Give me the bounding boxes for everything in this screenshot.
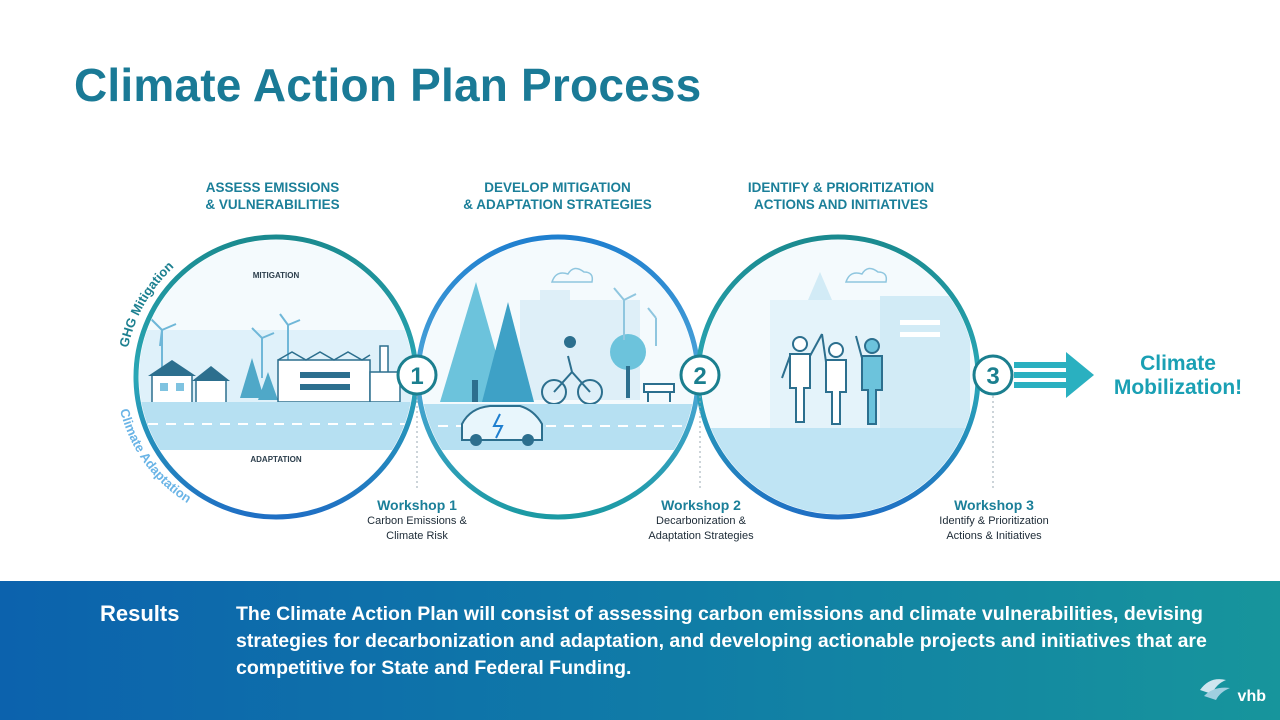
factory-icon (277, 345, 401, 403)
step-2-badge: 2 (679, 354, 721, 396)
process-diagram: MITIGATION ADAPTATION GHG Mitigation Cli… (116, 234, 1094, 520)
wind-turbine-icon (613, 287, 657, 346)
workshop-2: Workshop 2 Decarbonization & Adaptation … (648, 497, 754, 542)
step-3-heading: IDENTIFY & PRIORITIZATION ACTIONS AND IN… (747, 180, 935, 212)
results-banner: Results The Climate Action Plan will con… (0, 581, 1280, 720)
mitigation-label: MITIGATION (253, 271, 300, 280)
results-label: Results (100, 601, 180, 626)
results-text: The Climate Action Plan will consist of … (236, 603, 1207, 679)
pine-trees-icon (440, 282, 534, 402)
cyclist-icon (541, 336, 603, 405)
scene-3 (701, 240, 975, 514)
svg-text:3: 3 (986, 363, 999, 390)
svg-text:1: 1 (410, 363, 423, 390)
electric-car-icon (461, 405, 543, 446)
cloud-icon (550, 267, 594, 283)
workshop-1: Workshop 1 Carbon Emissions & Climate Ri… (367, 497, 467, 542)
step-1-badge: 1 (396, 354, 438, 396)
arrow-right-icon (1014, 352, 1094, 398)
step-3-badge: 3 (972, 354, 1014, 396)
people-icon (781, 333, 883, 425)
workshop-3: Workshop 3 Identify & Prioritization Act… (939, 497, 1049, 542)
page-title: Climate Action Plan Process (74, 59, 702, 111)
adaptation-label: ADAPTATION (250, 455, 301, 464)
step-2-heading: DEVELOP MITIGATION & ADAPTATION STRATEGI… (463, 180, 652, 212)
tree-icon (610, 334, 646, 398)
logo-text: vhb (1237, 688, 1266, 705)
climate-mobilization-label: Climate Mobilization! (1113, 352, 1243, 399)
bench-icon (643, 383, 675, 402)
logo-mark-icon (1200, 679, 1230, 700)
trees-icon (240, 358, 278, 400)
vhb-logo: vhb (1196, 672, 1266, 714)
step-1-heading: ASSESS EMISSIONS & VULNERABILITIES (205, 180, 340, 212)
cloud-icon (844, 267, 888, 283)
svg-text:2: 2 (693, 363, 706, 390)
